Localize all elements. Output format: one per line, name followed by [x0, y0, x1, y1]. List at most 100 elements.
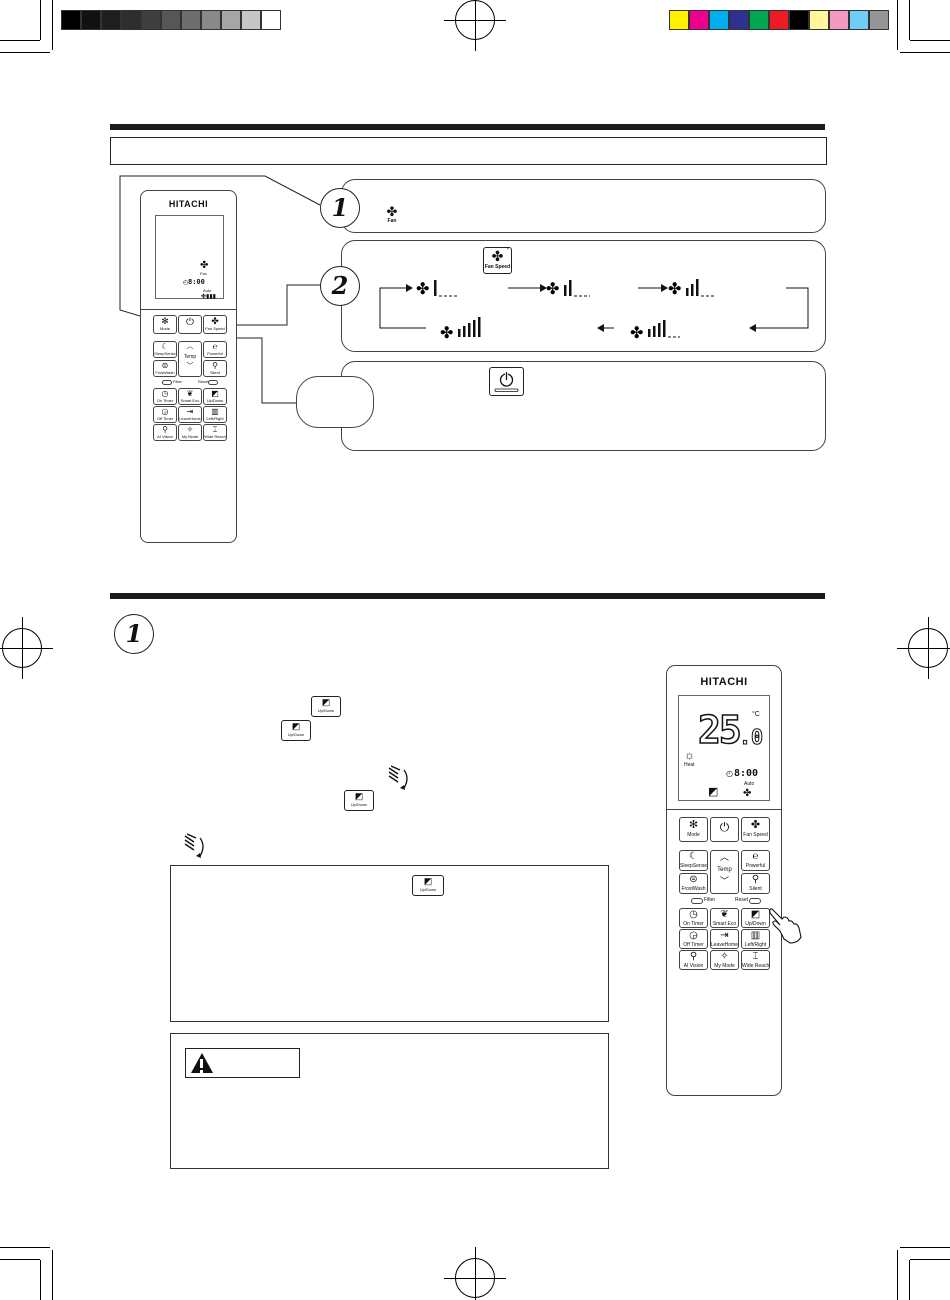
up-down-key-inline: ◩Up/Down [344, 790, 374, 811]
leavehome-button[interactable]: ⇥LeaveHome [710, 929, 739, 949]
swatch [101, 10, 121, 30]
smart-eco-button[interactable]: ❦Smart Eco [178, 388, 202, 405]
up-down-swing-icon: ◩ [354, 791, 364, 801]
caution-label [185, 1048, 300, 1078]
left-right-swing-icon: ▥ [750, 930, 761, 941]
frostwash-button[interactable]: ⊜FrostWash [153, 360, 177, 377]
timer-icon: ◶ [689, 930, 698, 941]
swing-motion-icon [388, 765, 408, 790]
my-mode-button[interactable]: ✧My Mode [178, 424, 202, 441]
my-mode-button[interactable]: ✧My Mode [710, 950, 739, 970]
registration-mark [444, 1247, 506, 1300]
note-box: ◩Up/Down [170, 865, 609, 1022]
power-key [489, 367, 524, 396]
step-3-label-oval [296, 376, 374, 428]
left-right-button[interactable]: ▥Left/Right [203, 406, 227, 423]
swatch [789, 10, 809, 30]
swatch [749, 10, 769, 30]
up-down-swing-icon: ◩ [750, 909, 761, 920]
power-icon: ⏻ [186, 317, 194, 328]
fan-icon: ✤ [491, 248, 504, 264]
swatch [261, 10, 281, 30]
swatch [869, 10, 889, 30]
step-3-panel [341, 361, 826, 451]
power-button[interactable]: ⏻ [178, 315, 202, 334]
timer-icon: ◶ [161, 407, 169, 416]
svg-text:✤: ✤ [546, 279, 559, 298]
timer-icon: ◴ [183, 280, 189, 286]
leave-home-icon: ⇥ [720, 930, 729, 941]
temp-rocker[interactable]: ︿Temp﹀ [710, 850, 739, 894]
swatch [81, 10, 101, 30]
fan-speed-button[interactable]: ✤Fan Speed [203, 315, 227, 334]
up-down-swing-icon: ◩ [291, 721, 301, 731]
up-down-button[interactable]: ◩Up/Down [741, 908, 770, 928]
section-rule [110, 124, 825, 130]
powerful-icon: ℮ [752, 851, 759, 862]
leavehome-button[interactable]: ⇥LeaveHome [178, 406, 202, 423]
wide-reach-button[interactable]: ⌶Wide Reach [741, 950, 770, 970]
chevron-up-icon: ︿ [186, 343, 194, 350]
reset-button[interactable] [208, 380, 218, 385]
timer-icon: ◴ [726, 769, 733, 778]
caution-box [170, 1033, 609, 1169]
remote-lcd: 25 .0 °C ☼ Heat 8:00 ◴ Auto ✤ ◩ [678, 695, 770, 801]
mode-icon: ✻ [688, 819, 699, 831]
silent-icon: ⚲ [212, 361, 218, 370]
vision-icon: ⚲ [162, 425, 168, 434]
ai-vision-button[interactable]: ⚲AI Vision [679, 950, 708, 970]
smart-eco-button[interactable]: ❦Smart Eco [710, 908, 739, 928]
chevron-down-icon: ﹀ [719, 876, 729, 886]
fan-icon: ✤ [743, 788, 752, 799]
filter-button[interactable] [691, 898, 703, 904]
leaf-icon: ❦ [720, 909, 729, 920]
powerful-button[interactable]: ℮Powerful [741, 850, 770, 871]
sleepsense-button[interactable]: ☾SleepSense [679, 850, 708, 871]
frostwash-button[interactable]: ⊜FrostWash [679, 873, 708, 894]
moon-icon: ☾ [161, 342, 169, 351]
swatch [849, 10, 869, 30]
up-down-key-inline: ◩Up/Down [412, 875, 444, 896]
on-timer-button[interactable]: ◷On Timer [679, 908, 708, 928]
swatch [729, 10, 749, 30]
step-number-1: 1 [320, 188, 360, 228]
ai-vision-button[interactable]: ⚲AI Vision [153, 424, 177, 441]
power-button[interactable]: ⏻ [710, 817, 739, 842]
swatch [669, 10, 689, 30]
frostwash-icon: ⊜ [161, 361, 169, 370]
temp-rocker[interactable]: ︿Temp﹀ [178, 341, 202, 377]
powerful-button[interactable]: ℮Powerful [203, 341, 227, 358]
filter-button[interactable] [162, 380, 172, 385]
registration-mark [0, 617, 53, 679]
mode-button[interactable]: ✻Mode [679, 817, 708, 842]
wide-reach-button[interactable]: ⌶Wide Reach [203, 424, 227, 441]
up-down-swing-icon: ◩ [423, 876, 433, 886]
svg-text:✤: ✤ [630, 323, 643, 342]
fan-icon: ✤ [211, 316, 219, 326]
step-2-panel: ° ✤ Fan Speed ✤ ✤ ✤ ✤ ✤ [341, 240, 826, 352]
reset-button[interactable] [749, 898, 761, 904]
fan-speed-button[interactable]: ✤Fan Speed [741, 817, 770, 842]
wide-reach-icon: ⌶ [212, 425, 218, 434]
step-1-panel: ✤ Fan [341, 179, 826, 233]
leaf-icon: ❦ [186, 389, 194, 398]
on-timer-button[interactable]: ◷On Timer [153, 388, 177, 405]
sleepsense-button[interactable]: ☾SleepSense [153, 341, 177, 358]
fan-speed-key: ° ✤ Fan Speed [483, 247, 512, 274]
swatch [241, 10, 261, 30]
fan-button-icon: ✤ Fan [386, 204, 398, 224]
fan-icon: ✤ [200, 260, 209, 271]
chevron-up-icon: ︿ [719, 852, 729, 862]
left-right-button[interactable]: ▥Left/Right [741, 929, 770, 949]
up-down-swing-icon: ◩ [321, 697, 331, 707]
mode-button[interactable]: ✻Mode [153, 315, 177, 334]
step-number-1-large: 1 [114, 614, 154, 654]
swatch [61, 10, 81, 30]
silent-button[interactable]: ⚲Silent [203, 360, 227, 377]
fan-auto-bars: ✤▮▮▮ [201, 294, 216, 300]
up-down-button[interactable]: ◩Up/Down [203, 388, 227, 405]
off-timer-button[interactable]: ◶Off Timer [679, 929, 708, 949]
remote-control-large: HITACHI 25 .0 °C ☼ Heat 8:00 ◴ Auto ✤ ◩ … [666, 665, 782, 1096]
silent-button[interactable]: ⚲Silent [741, 873, 770, 894]
off-timer-button[interactable]: ◶Off Timer [153, 406, 177, 423]
